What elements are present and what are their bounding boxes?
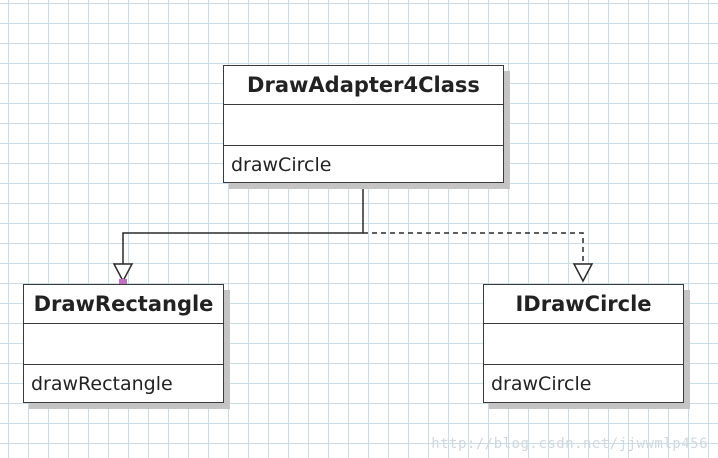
- class-draw-adapter4class[interactable]: DrawAdapter4Class drawCircle: [223, 65, 504, 183]
- generalization-line[interactable]: [122, 183, 364, 264]
- class-attributes: [24, 324, 223, 365]
- class-operation: drawRectangle: [31, 373, 173, 395]
- class-attributes: [224, 105, 503, 146]
- class-name: DrawRectangle: [24, 285, 223, 324]
- realization-arrowhead: [572, 263, 594, 283]
- connector-handle-target[interactable]: [119, 279, 127, 287]
- class-name: IDrawCircle: [484, 285, 683, 324]
- class-operation: drawCircle: [231, 154, 332, 176]
- connector-handle-source[interactable]: [359, 179, 367, 187]
- class-idrawcircle[interactable]: IDrawCircle drawCircle: [483, 284, 684, 403]
- realization-line[interactable]: [363, 232, 584, 264]
- class-name: DrawAdapter4Class: [224, 66, 503, 105]
- generalization-arrowhead: [112, 263, 134, 283]
- watermark-url: http://blog.csdn.net/jjwwmlp456: [431, 436, 708, 452]
- class-operation: drawCircle: [491, 373, 592, 395]
- class-attributes: [484, 324, 683, 365]
- class-draw-rectangle[interactable]: DrawRectangle drawRectangle: [23, 284, 224, 403]
